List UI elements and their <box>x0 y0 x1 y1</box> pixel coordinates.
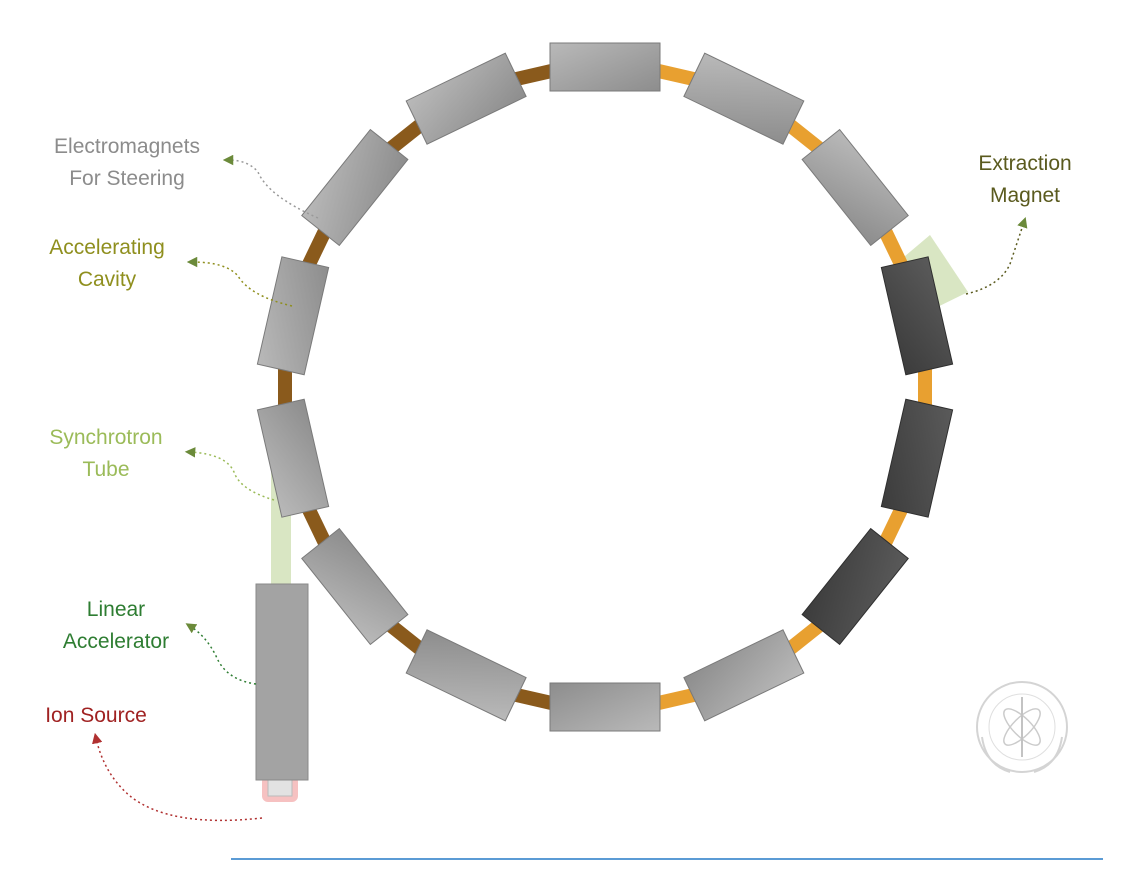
leader-extraction-magnet <box>965 217 1028 295</box>
accelerating-cavity-segment <box>653 687 700 711</box>
steering-electromagnet <box>801 128 909 247</box>
label-extraction-magnet: Extraction Magnet <box>950 148 1100 212</box>
footer-rule <box>231 858 1103 860</box>
label-linear-accelerator: Linear Accelerator <box>46 594 186 658</box>
steering-electromagnet <box>683 52 805 145</box>
accelerating-cavity-segment <box>510 63 557 87</box>
steering-electromagnet <box>256 256 330 376</box>
accelerating-cavity-segment <box>300 502 333 549</box>
steering-electromagnet <box>549 42 661 92</box>
accelerating-cavity-segment <box>300 225 333 272</box>
steering-electromagnet <box>683 629 805 722</box>
label-electromagnets: Electromagnets For Steering <box>36 131 218 195</box>
steering-electromagnet <box>256 398 330 518</box>
accelerating-cavity-segment <box>782 117 827 157</box>
extraction-electromagnet <box>880 398 954 518</box>
label-accelerating-cavity: Accelerating Cavity <box>32 232 182 296</box>
linear-accelerator <box>255 583 309 781</box>
label-accelerating-cavity-line1: Accelerating <box>49 236 165 259</box>
label-synchrotron-tube: Synchrotron Tube <box>32 422 180 486</box>
label-electromagnets-line1: Electromagnets <box>54 135 200 158</box>
label-ion-source: Ion Source <box>16 700 176 732</box>
leader-linear-accelerator <box>185 623 257 685</box>
leader-electromagnets <box>222 154 319 219</box>
leader-accelerating-cavity <box>186 256 293 307</box>
label-ion-source-line1: Ion Source <box>45 704 147 727</box>
accelerating-cavity-segment <box>918 365 932 409</box>
steering-electromagnet <box>405 629 527 722</box>
label-linear-accelerator-line1: Linear <box>86 598 146 621</box>
extraction-electromagnet <box>801 527 909 646</box>
steering-electromagnet <box>301 527 409 646</box>
label-linear-accelerator-line2: Accelerator <box>62 630 170 653</box>
leader-synchrotron-tube <box>184 447 275 501</box>
accelerating-cavity-segment <box>653 63 700 87</box>
extraction-electromagnet <box>880 256 954 376</box>
leader-ion-source <box>92 732 263 822</box>
watermark-seal <box>976 681 1068 773</box>
label-accelerating-cavity-line2: Cavity <box>77 268 137 291</box>
label-synchrotron-tube-line2: Tube <box>82 458 130 481</box>
steering-electromagnet <box>405 52 527 145</box>
accelerating-cavity-segment <box>877 225 910 272</box>
accelerating-cavity-segment <box>383 617 428 657</box>
steering-electromagnet <box>549 682 661 732</box>
accelerating-cavity-segment <box>782 617 827 657</box>
label-electromagnets-line2: For Steering <box>69 167 185 190</box>
accelerating-cavity-segment <box>510 687 557 711</box>
accelerating-cavity-segment <box>383 117 428 157</box>
steering-electromagnet <box>301 128 409 247</box>
label-extraction-magnet-line2: Magnet <box>989 184 1061 207</box>
accelerating-cavity-segment <box>877 502 910 549</box>
accelerating-cavity-segment <box>278 365 292 409</box>
label-extraction-magnet-line1: Extraction <box>978 152 1072 175</box>
label-synchrotron-tube-line1: Synchrotron <box>49 426 163 449</box>
